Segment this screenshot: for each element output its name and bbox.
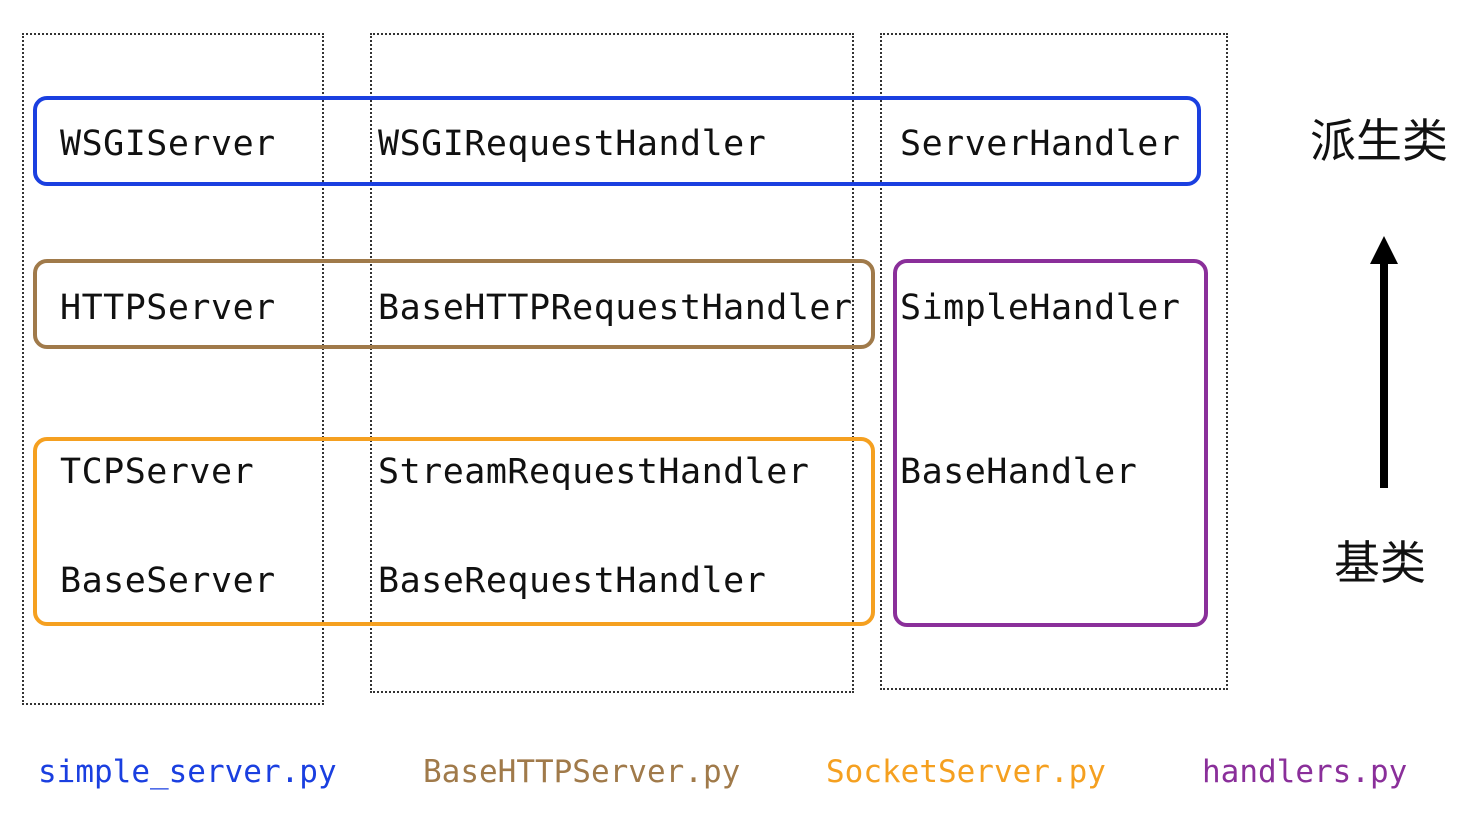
arrow-up-icon xyxy=(1370,236,1398,488)
column-handlers xyxy=(880,33,1228,690)
class-server-handler: ServerHandler xyxy=(900,124,1181,164)
class-wsgi-server: WSGIServer xyxy=(60,124,276,164)
group-handlers xyxy=(893,259,1208,627)
class-http-server: HTTPServer xyxy=(60,288,276,328)
column-basehttpserver xyxy=(370,33,854,693)
class-simple-handler: SimpleHandler xyxy=(900,288,1181,328)
module-socketserver: SocketServer.py xyxy=(826,754,1106,790)
class-base-server: BaseServer xyxy=(60,561,276,601)
group-simple-server xyxy=(33,96,1201,186)
class-base-http-request-handler: BaseHTTPRequestHandler xyxy=(378,288,853,328)
group-basehttpserver xyxy=(33,259,875,349)
class-stream-request-handler: StreamRequestHandler xyxy=(378,452,810,492)
group-socketserver xyxy=(33,437,875,626)
class-tcp-server: TCPServer xyxy=(60,452,255,492)
module-simple-server: simple_server.py xyxy=(38,754,337,790)
label-derived-class: 派生类 xyxy=(1310,114,1448,168)
class-wsgi-request-handler: WSGIRequestHandler xyxy=(378,124,767,164)
arrow-head xyxy=(1370,236,1398,264)
module-basehttpserver: BaseHTTPServer.py xyxy=(423,754,741,790)
module-handlers: handlers.py xyxy=(1202,754,1408,790)
column-simple-server xyxy=(22,33,324,705)
arrow-shaft xyxy=(1380,260,1388,488)
class-base-handler: BaseHandler xyxy=(900,452,1138,492)
class-base-request-handler: BaseRequestHandler xyxy=(378,561,767,601)
label-base-class: 基类 xyxy=(1334,536,1426,590)
